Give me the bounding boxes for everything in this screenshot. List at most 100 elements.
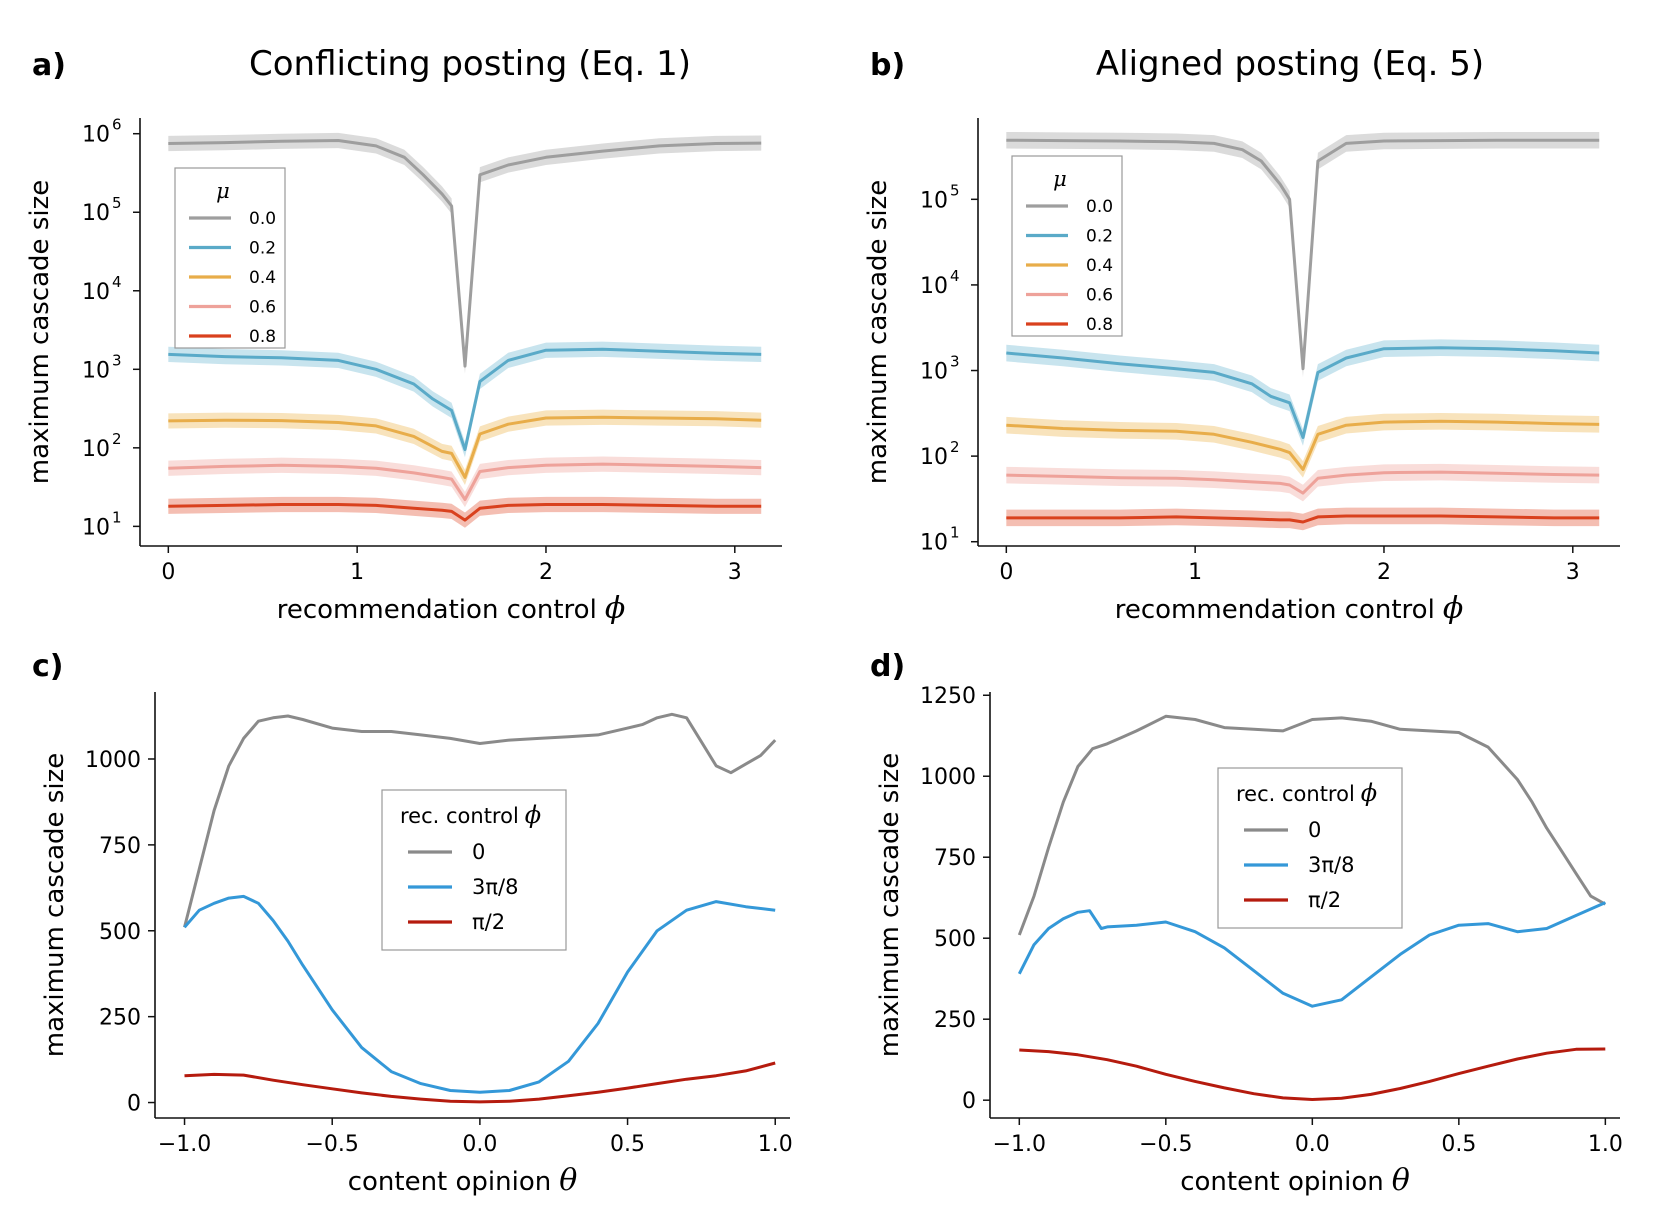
y-tick-exp-a-0: 1 [112, 508, 122, 526]
x-tick-label-d-0: −1.0 [993, 1132, 1046, 1157]
x-tick-label-a-3: 3 [728, 560, 742, 585]
legend-title-text-c: rec. control [400, 804, 519, 828]
series-line-a-4 [168, 503, 762, 522]
series-line-b-0 [1006, 138, 1600, 371]
y-tick-label-d-1: 250 [934, 1008, 976, 1033]
series-line-a-2 [168, 415, 762, 479]
x-axis-label-symbol-b: ϕ [1443, 591, 1463, 626]
panel-title-b: Aligned posting (Eq. 5) [1096, 44, 1484, 84]
x-tick-label-c-0: −1.0 [158, 1132, 211, 1157]
x-tick-label-c-2: 0.0 [462, 1132, 497, 1157]
legend-label-b-3: 0.6 [1086, 286, 1113, 306]
legend-title-symbol-c: ϕ [525, 801, 541, 829]
legend-label-c-2: π/2 [472, 910, 505, 934]
series-line-c-2 [184, 1061, 776, 1104]
y-tick-label-d-5: 1250 [920, 684, 976, 709]
y-tick-exp-a-3: 4 [112, 273, 122, 291]
legend-title-a: μ [216, 179, 230, 203]
panel-letter-c: c) [32, 649, 64, 684]
y-tick-label-c-1: 250 [99, 1006, 141, 1031]
x-tick-label-c-1: −0.5 [305, 1132, 358, 1157]
series-line-d-2 [1019, 1047, 1606, 1101]
x-tick-label-b-3: 3 [1566, 560, 1580, 585]
x-tick-label-d-1: −0.5 [1139, 1132, 1192, 1157]
series-line-a-3 [168, 462, 762, 501]
y-tick-label-a-4: 10 [82, 201, 110, 226]
legend-label-a-3: 0.6 [249, 298, 276, 318]
x-axis-label-text-d: content opinion [1180, 1167, 1384, 1197]
x-axis-label-text-b: recommendation control [1115, 595, 1435, 625]
legend-label-d-2: π/2 [1308, 888, 1341, 912]
series-band-b-4 [1006, 507, 1600, 531]
series-line-b-3 [1006, 470, 1600, 495]
legend-label-b-0: 0.0 [1086, 197, 1113, 217]
x-tick-label-d-3: 0.5 [1441, 1132, 1476, 1157]
y-tick-label-b-0: 10 [920, 531, 948, 556]
y-tick-label-a-2: 10 [82, 358, 110, 383]
y-tick-label-c-3: 750 [99, 834, 141, 859]
x-tick-label-a-2: 2 [539, 560, 553, 585]
x-tick-label-a-0: 0 [161, 560, 175, 585]
panel-letter-a: a) [32, 48, 66, 83]
series-band-b-2 [1006, 413, 1600, 478]
legend-label-a-2: 0.4 [249, 268, 276, 288]
legend-label-a-1: 0.2 [249, 239, 276, 259]
series-band-a-2 [168, 409, 762, 486]
legend-title-b: μ [1053, 167, 1067, 191]
y-tick-label-c-2: 500 [99, 920, 141, 945]
chart-c: −1.0 −0.5 0.0 0.5 1.0 0 250 500 750 1000 content o… [40, 692, 793, 1198]
panel-letter-d: d) [870, 649, 905, 684]
y-tick-exp-b-3: 4 [950, 267, 960, 285]
y-tick-label-a-3: 10 [82, 280, 110, 305]
y-tick-label-c-0: 0 [127, 1092, 141, 1117]
y-tick-exp-a-1: 2 [112, 430, 122, 448]
y-tick-label-c-4: 1000 [85, 748, 141, 773]
legend-label-b-1: 0.2 [1086, 227, 1113, 247]
y-tick-label-a-5: 10 [82, 123, 110, 148]
series-band-a-3 [168, 456, 762, 508]
x-tick-label-d-4: 1.0 [1588, 1132, 1623, 1157]
series-line-c-0 [183, 712, 777, 928]
legend-label-c-1: 3π/8 [472, 875, 518, 899]
x-axis-label-symbol-a: ϕ [605, 591, 625, 626]
legend-label-b-2: 0.4 [1086, 256, 1113, 276]
y-axis-label-b: maximum cascade size [863, 180, 893, 484]
series-line-d-1 [1017, 901, 1606, 1008]
x-axis-label-symbol-c: θ [559, 1163, 577, 1198]
y-tick-label-d-4: 1000 [920, 765, 976, 790]
series-line-a-0 [168, 139, 762, 368]
series-line-b-4 [1006, 514, 1600, 524]
legend-box-b [1011, 155, 1123, 337]
y-tick-label-b-4: 10 [920, 188, 948, 213]
y-tick-exp-b-2: 3 [950, 353, 960, 371]
x-tick-label-c-4: 1.0 [758, 1132, 793, 1157]
y-tick-label-d-2: 500 [934, 927, 976, 952]
series-line-d-0 [1017, 714, 1607, 936]
y-tick-label-a-1: 10 [82, 437, 110, 462]
y-tick-label-d-0: 0 [962, 1089, 976, 1114]
legend-title-text-d: rec. control [1236, 782, 1355, 806]
x-axis-label-a: recommendation control ϕ [277, 591, 626, 626]
y-tick-label-b-3: 10 [920, 274, 948, 299]
panel-letter-b: b) [870, 48, 905, 83]
series-line-b-1 [1006, 346, 1600, 439]
y-axis-label-a: maximum cascade size [25, 180, 55, 484]
y-tick-label-b-1: 10 [920, 445, 948, 470]
x-tick-label-b-1: 1 [1188, 560, 1202, 585]
legend-title-symbol-d: ϕ [1361, 779, 1377, 807]
x-tick-label-b-0: 0 [999, 560, 1013, 585]
y-tick-exp-a-2: 3 [112, 351, 122, 369]
x-axis-label-text-a: recommendation control [277, 595, 597, 625]
legend-label-a-0: 0.0 [249, 209, 276, 229]
x-tick-label-c-3: 0.5 [610, 1132, 645, 1157]
x-tick-label-b-2: 2 [1377, 560, 1391, 585]
legend-label-d-1: 3π/8 [1308, 853, 1354, 877]
y-tick-label-d-3: 750 [934, 846, 976, 871]
